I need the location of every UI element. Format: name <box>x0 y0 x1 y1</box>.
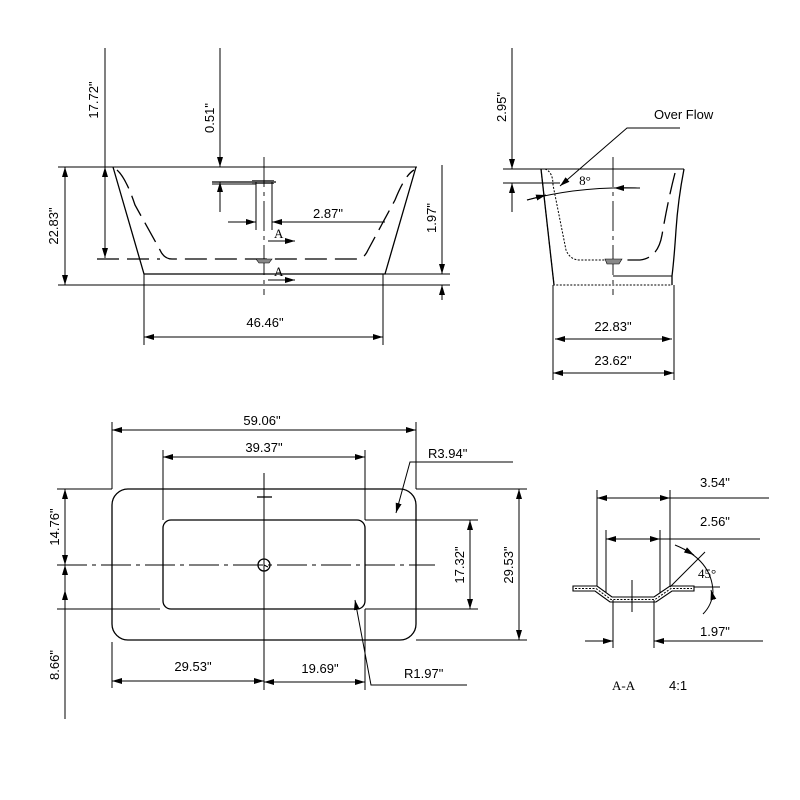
section-title: A-A <box>612 678 636 693</box>
drain-flange-profile <box>572 585 695 603</box>
front-view: 46.46" 22.83" 17.72" 0.51" 2.87" A A 1.9… <box>46 48 450 345</box>
inner-depth-label: 17.72" <box>86 81 101 119</box>
drain-to-front-label: 8.66" <box>47 650 62 680</box>
section-a-a-view: 3.54" 2.56" 45° 1.97" A-A 4:1 <box>572 475 769 693</box>
wall-angle-label: 8° <box>579 173 591 188</box>
middle-diameter-label: 2.56" <box>700 514 730 529</box>
side-view: Over Flow 2.95" 8° 22.83" 23.62" <box>494 48 714 380</box>
section-scale: 4:1 <box>669 678 687 693</box>
section-marker-bottom: A <box>274 264 284 279</box>
tub-wall-section <box>540 168 672 286</box>
angle-label: 45° <box>698 566 716 581</box>
base-length-label: 46.46" <box>246 315 284 330</box>
drain-width-label: 2.87" <box>313 206 343 221</box>
height-total-label: 22.83" <box>46 207 61 245</box>
top-view: 59.06" 39.37" R3.94" 14.76" 8.66" 17.32"… <box>47 413 527 719</box>
bottom-diameter-label: 1.97" <box>700 624 730 639</box>
faucet-offset-label: 0.51" <box>202 103 217 133</box>
inner-radius-label: R1.97" <box>404 666 444 681</box>
drain-from-left-label: 29.53" <box>174 659 212 674</box>
overflow-fitting <box>252 180 274 184</box>
drain-icon <box>255 258 273 264</box>
base-height-label: 1.97" <box>424 203 439 233</box>
section-marker-top: A <box>274 226 284 241</box>
tub-outer-profile <box>112 166 417 275</box>
outer-diameter-label: 3.54" <box>700 475 730 490</box>
overall-width-label: 23.62" <box>594 353 632 368</box>
drain-icon <box>604 258 623 265</box>
overflow-depth-label: 2.95" <box>494 92 509 122</box>
overflow-label: Over Flow <box>654 107 714 122</box>
overall-width-label: 29.53" <box>501 546 516 584</box>
drain-to-inner-right-label: 19.69" <box>301 661 339 676</box>
outer-radius-label: R3.94" <box>428 446 468 461</box>
drain-to-back-label: 14.76" <box>47 508 62 546</box>
inner-width-label: 17.32" <box>452 546 467 584</box>
inner-length-label: 39.37" <box>245 440 283 455</box>
overall-length-label: 59.06" <box>243 413 281 428</box>
base-width-label: 22.83" <box>594 319 632 334</box>
